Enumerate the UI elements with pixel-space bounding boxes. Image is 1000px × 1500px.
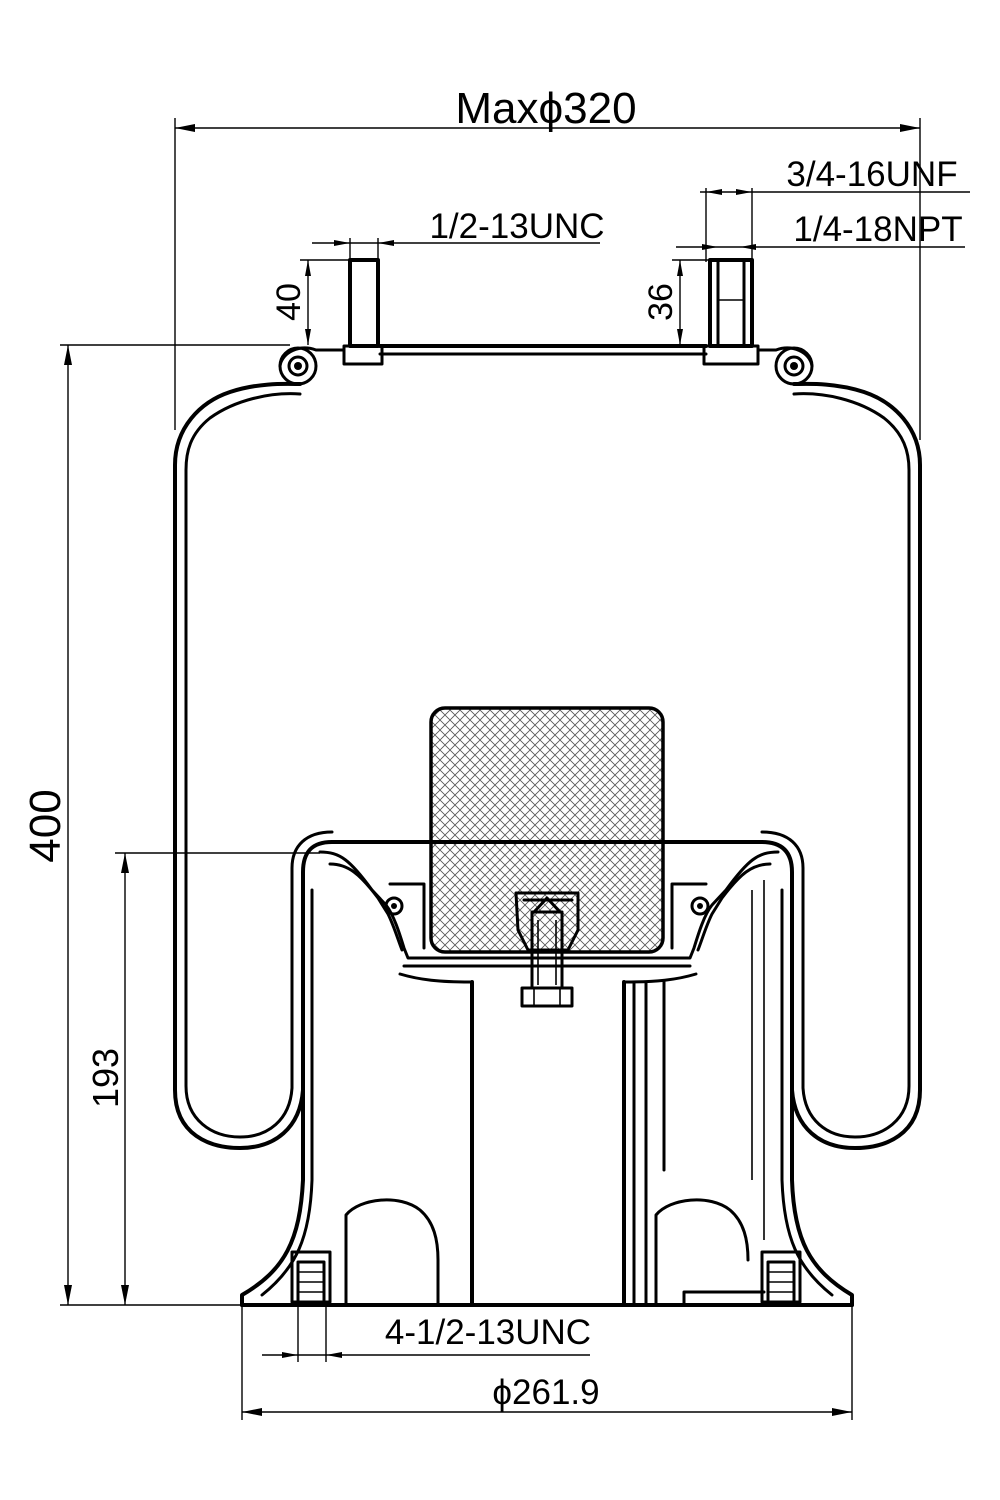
- top-thread-right-label: 3/4-16UNF: [786, 155, 957, 194]
- bottom-threads-label: 4-1/2-13UNC: [385, 1313, 591, 1352]
- dimension-lines: [60, 118, 970, 1420]
- bottom-inserts: [290, 1250, 802, 1304]
- rubber-bellows: [173, 381, 922, 1150]
- stud-height-left-label: 40: [270, 283, 308, 321]
- piston-height-label: 193: [85, 1048, 126, 1108]
- overall-height-label: 400: [21, 789, 70, 862]
- piston-diameter-label: ϕ261.9: [492, 1373, 599, 1412]
- top-bead-plate: [342, 258, 760, 366]
- piston-body: [240, 880, 854, 1307]
- stud-height-right-label: 36: [642, 283, 680, 321]
- bumper: [429, 706, 665, 954]
- air-fitting-label: 1/4-18NPT: [793, 210, 962, 249]
- piston-cup: [318, 840, 780, 984]
- max-diameter-label: Maxϕ320: [455, 84, 636, 133]
- center-bolt: [514, 891, 580, 1008]
- top-thread-left-label: 1/2-13UNC: [429, 207, 604, 246]
